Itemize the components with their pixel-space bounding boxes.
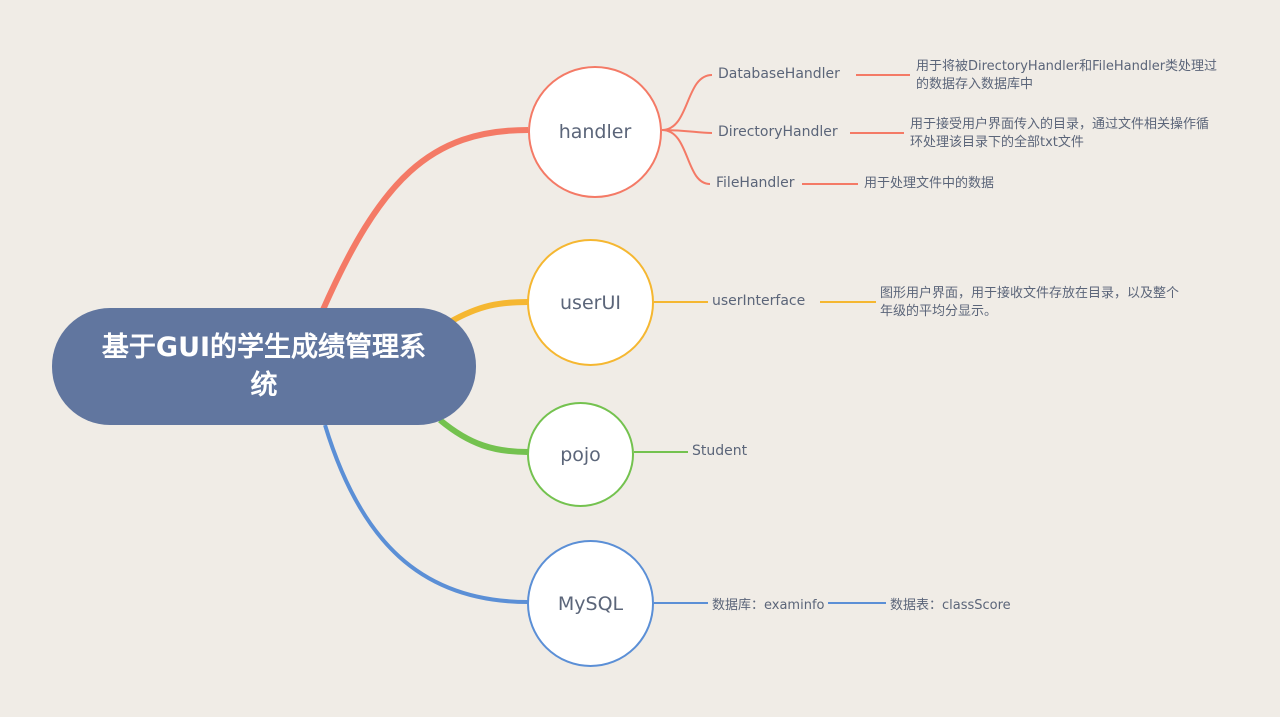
subtopic-table-classscore[interactable]: 数据表：classScore — [890, 598, 1011, 613]
branch-line-userui — [448, 299, 529, 325]
desc-database-handler[interactable]: 用于将被DirectoryHandler和FileHandler类处理过的数据存… — [916, 59, 1218, 92]
desc-user-interface[interactable]: 图形用户界面，用于接收文件存放在目录，以及整个年级的平均分显示。 — [880, 286, 1180, 319]
node-handler[interactable]: handler — [528, 66, 662, 198]
handler-line-file — [661, 129, 711, 185]
desc-file-handler[interactable]: 用于处理文件中的数据 — [864, 176, 995, 191]
branch-line-mysql — [323, 424, 529, 604]
subtopic-database-examinfo[interactable]: 数据库：examinfo — [712, 598, 825, 613]
node-pojo[interactable]: pojo — [527, 402, 634, 507]
handler-line-database — [661, 74, 713, 131]
subtopic-student[interactable]: Student — [692, 443, 748, 459]
subtopic-directory-handler[interactable]: DirectoryHandler — [718, 124, 838, 140]
branch-line-handler — [319, 127, 529, 314]
subtopic-file-handler[interactable]: FileHandler — [716, 175, 795, 191]
subtopic-user-interface[interactable]: userInterface — [712, 293, 806, 309]
root-topic[interactable]: 基于GUI的学生成绩管理系统 — [52, 308, 476, 425]
node-userui[interactable]: userUI — [527, 239, 654, 366]
subtopic-database-handler[interactable]: DatabaseHandler — [718, 66, 840, 82]
desc-directory-handler[interactable]: 用于接受用户界面传入的目录，通过文件相关操作循环处理该目录下的全部txt文件 — [910, 117, 1210, 150]
node-mysql[interactable]: MySQL — [527, 540, 654, 667]
branch-line-pojo — [438, 417, 529, 455]
